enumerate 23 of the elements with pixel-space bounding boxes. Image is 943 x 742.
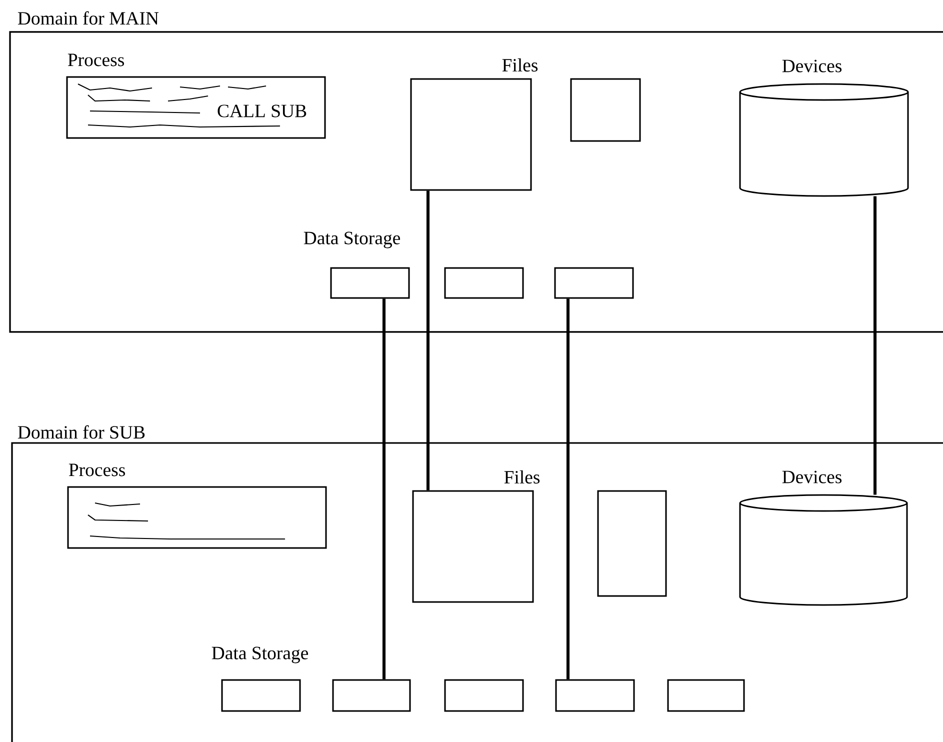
file-box <box>570 78 641 142</box>
box-heading: Process <box>68 54 124 66</box>
domain-title: Domain for SUB <box>18 425 145 439</box>
domain-title: Domain for MAIN <box>18 11 159 25</box>
connector-line <box>873 196 877 495</box>
box-heading: Devices <box>782 60 842 72</box>
storage-box <box>554 267 634 299</box>
connector-line <box>426 190 430 490</box>
storage-box <box>667 679 745 712</box>
storage-box <box>332 679 411 712</box>
box-heading: Devices <box>782 470 842 484</box>
code-text: CALL SUB <box>218 104 306 118</box>
box-heading: Data Storage <box>304 232 400 248</box>
connector-line <box>382 298 386 680</box>
box-heading: Files <box>504 470 540 484</box>
box-heading: Process <box>68 464 125 476</box>
storage-box <box>444 679 524 712</box>
storage-box <box>555 679 635 712</box>
connector-line <box>566 298 570 680</box>
storage-box <box>444 267 524 299</box>
file-box <box>597 490 667 597</box>
box-heading: Files <box>502 58 538 72</box>
box-heading: Data Storage <box>212 646 308 664</box>
